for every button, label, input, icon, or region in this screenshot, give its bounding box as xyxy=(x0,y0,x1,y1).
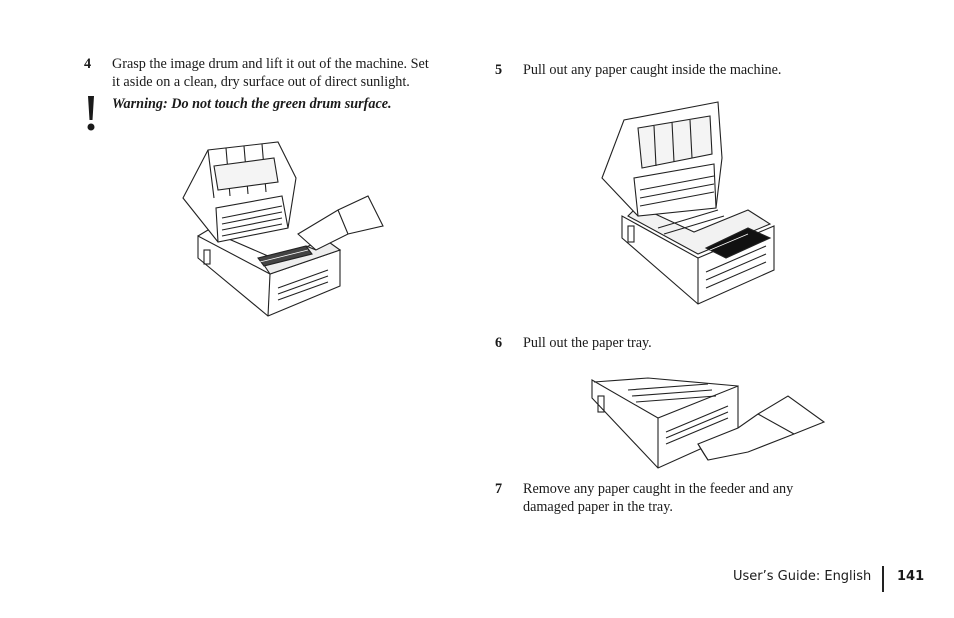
step-text: Pull out the paper tray. xyxy=(523,335,652,351)
step-number: 7 xyxy=(495,481,503,497)
step-number: 6 xyxy=(495,335,503,351)
printer-lift-drum-illustration xyxy=(182,141,384,317)
warning-text: Warning: Do not touch the green drum sur… xyxy=(112,96,392,112)
page-number: 141 xyxy=(897,569,925,584)
step-text: Remove any paper caught in the feeder an… xyxy=(523,481,794,515)
step-number: 5 xyxy=(495,62,503,78)
step-text: Pull out any paper caught inside the mac… xyxy=(523,62,782,78)
step-text: Grasp the image drum and lift it out of … xyxy=(112,56,429,90)
exclamation-warning-icon xyxy=(87,96,95,131)
footer-divider xyxy=(882,566,884,592)
printer-pull-tray-illustration xyxy=(591,377,826,469)
footer-guide-label: User’s Guide: English xyxy=(733,569,872,584)
printer-paper-jam-illustration xyxy=(601,101,775,305)
step-number: 4 xyxy=(84,56,92,72)
